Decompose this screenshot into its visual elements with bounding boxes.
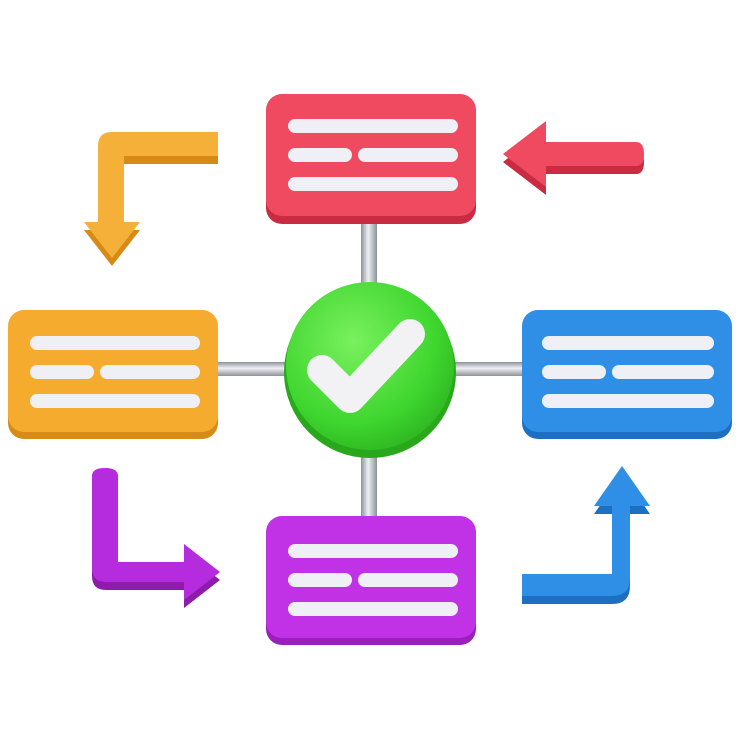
connector-bottom [361, 450, 377, 525]
node-bottom [266, 516, 476, 645]
elbow-arrow-down-icon [84, 132, 218, 266]
node-left [8, 310, 218, 439]
text-lines-icon [30, 336, 200, 408]
node-top [266, 94, 476, 224]
text-lines-icon [288, 119, 458, 191]
connector-rods [210, 215, 530, 525]
connector-right [450, 362, 530, 376]
text-lines-icon [542, 336, 714, 408]
text-lines-icon [288, 544, 458, 616]
elbow-arrow-right-icon [92, 468, 220, 608]
elbow-arrow-up-icon [522, 466, 650, 604]
connector-top [361, 215, 377, 290]
connector-left [210, 362, 290, 376]
hub [284, 282, 456, 458]
arrow-left-icon [503, 121, 644, 195]
checkmark-icon [307, 319, 425, 413]
node-right [522, 310, 732, 439]
